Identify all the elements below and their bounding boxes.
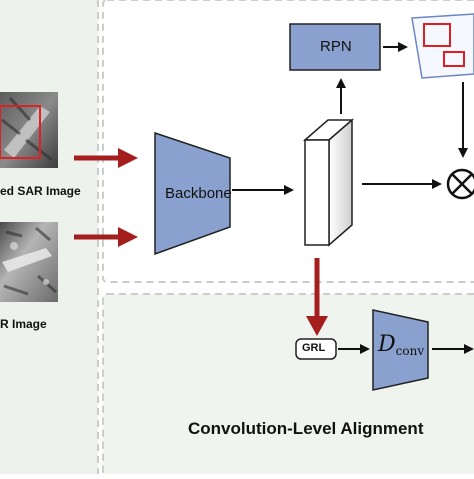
sar-image-unlabeled-caption: R Image xyxy=(0,317,47,331)
discriminator-symbol: D xyxy=(378,332,396,357)
grl-block xyxy=(295,338,337,360)
discriminator-label: Dconv xyxy=(378,332,424,358)
section-title: Convolution-Level Alignment xyxy=(188,419,424,438)
sar-image-labeled xyxy=(0,92,58,168)
sar-image-unlabeled xyxy=(0,222,58,302)
sar-target-highlight xyxy=(0,105,41,159)
sar-image-labeled-caption: ed SAR Image xyxy=(0,184,81,198)
source-input-arrow xyxy=(74,148,138,168)
feature-to-grl-arrow xyxy=(306,258,328,336)
rpn-label: RPN xyxy=(320,38,352,55)
circled-times-icon xyxy=(446,168,474,200)
discriminator-block xyxy=(372,309,429,391)
target-input-arrow xyxy=(74,227,138,247)
discriminator-subscript: conv xyxy=(395,344,425,359)
feature-map xyxy=(302,118,355,247)
grl-label: GRL xyxy=(302,342,326,354)
backbone-label: Backbone xyxy=(165,185,232,202)
detection-boxes-icon xyxy=(411,13,474,79)
backbone-block xyxy=(154,131,231,256)
rpn-block xyxy=(289,23,381,71)
